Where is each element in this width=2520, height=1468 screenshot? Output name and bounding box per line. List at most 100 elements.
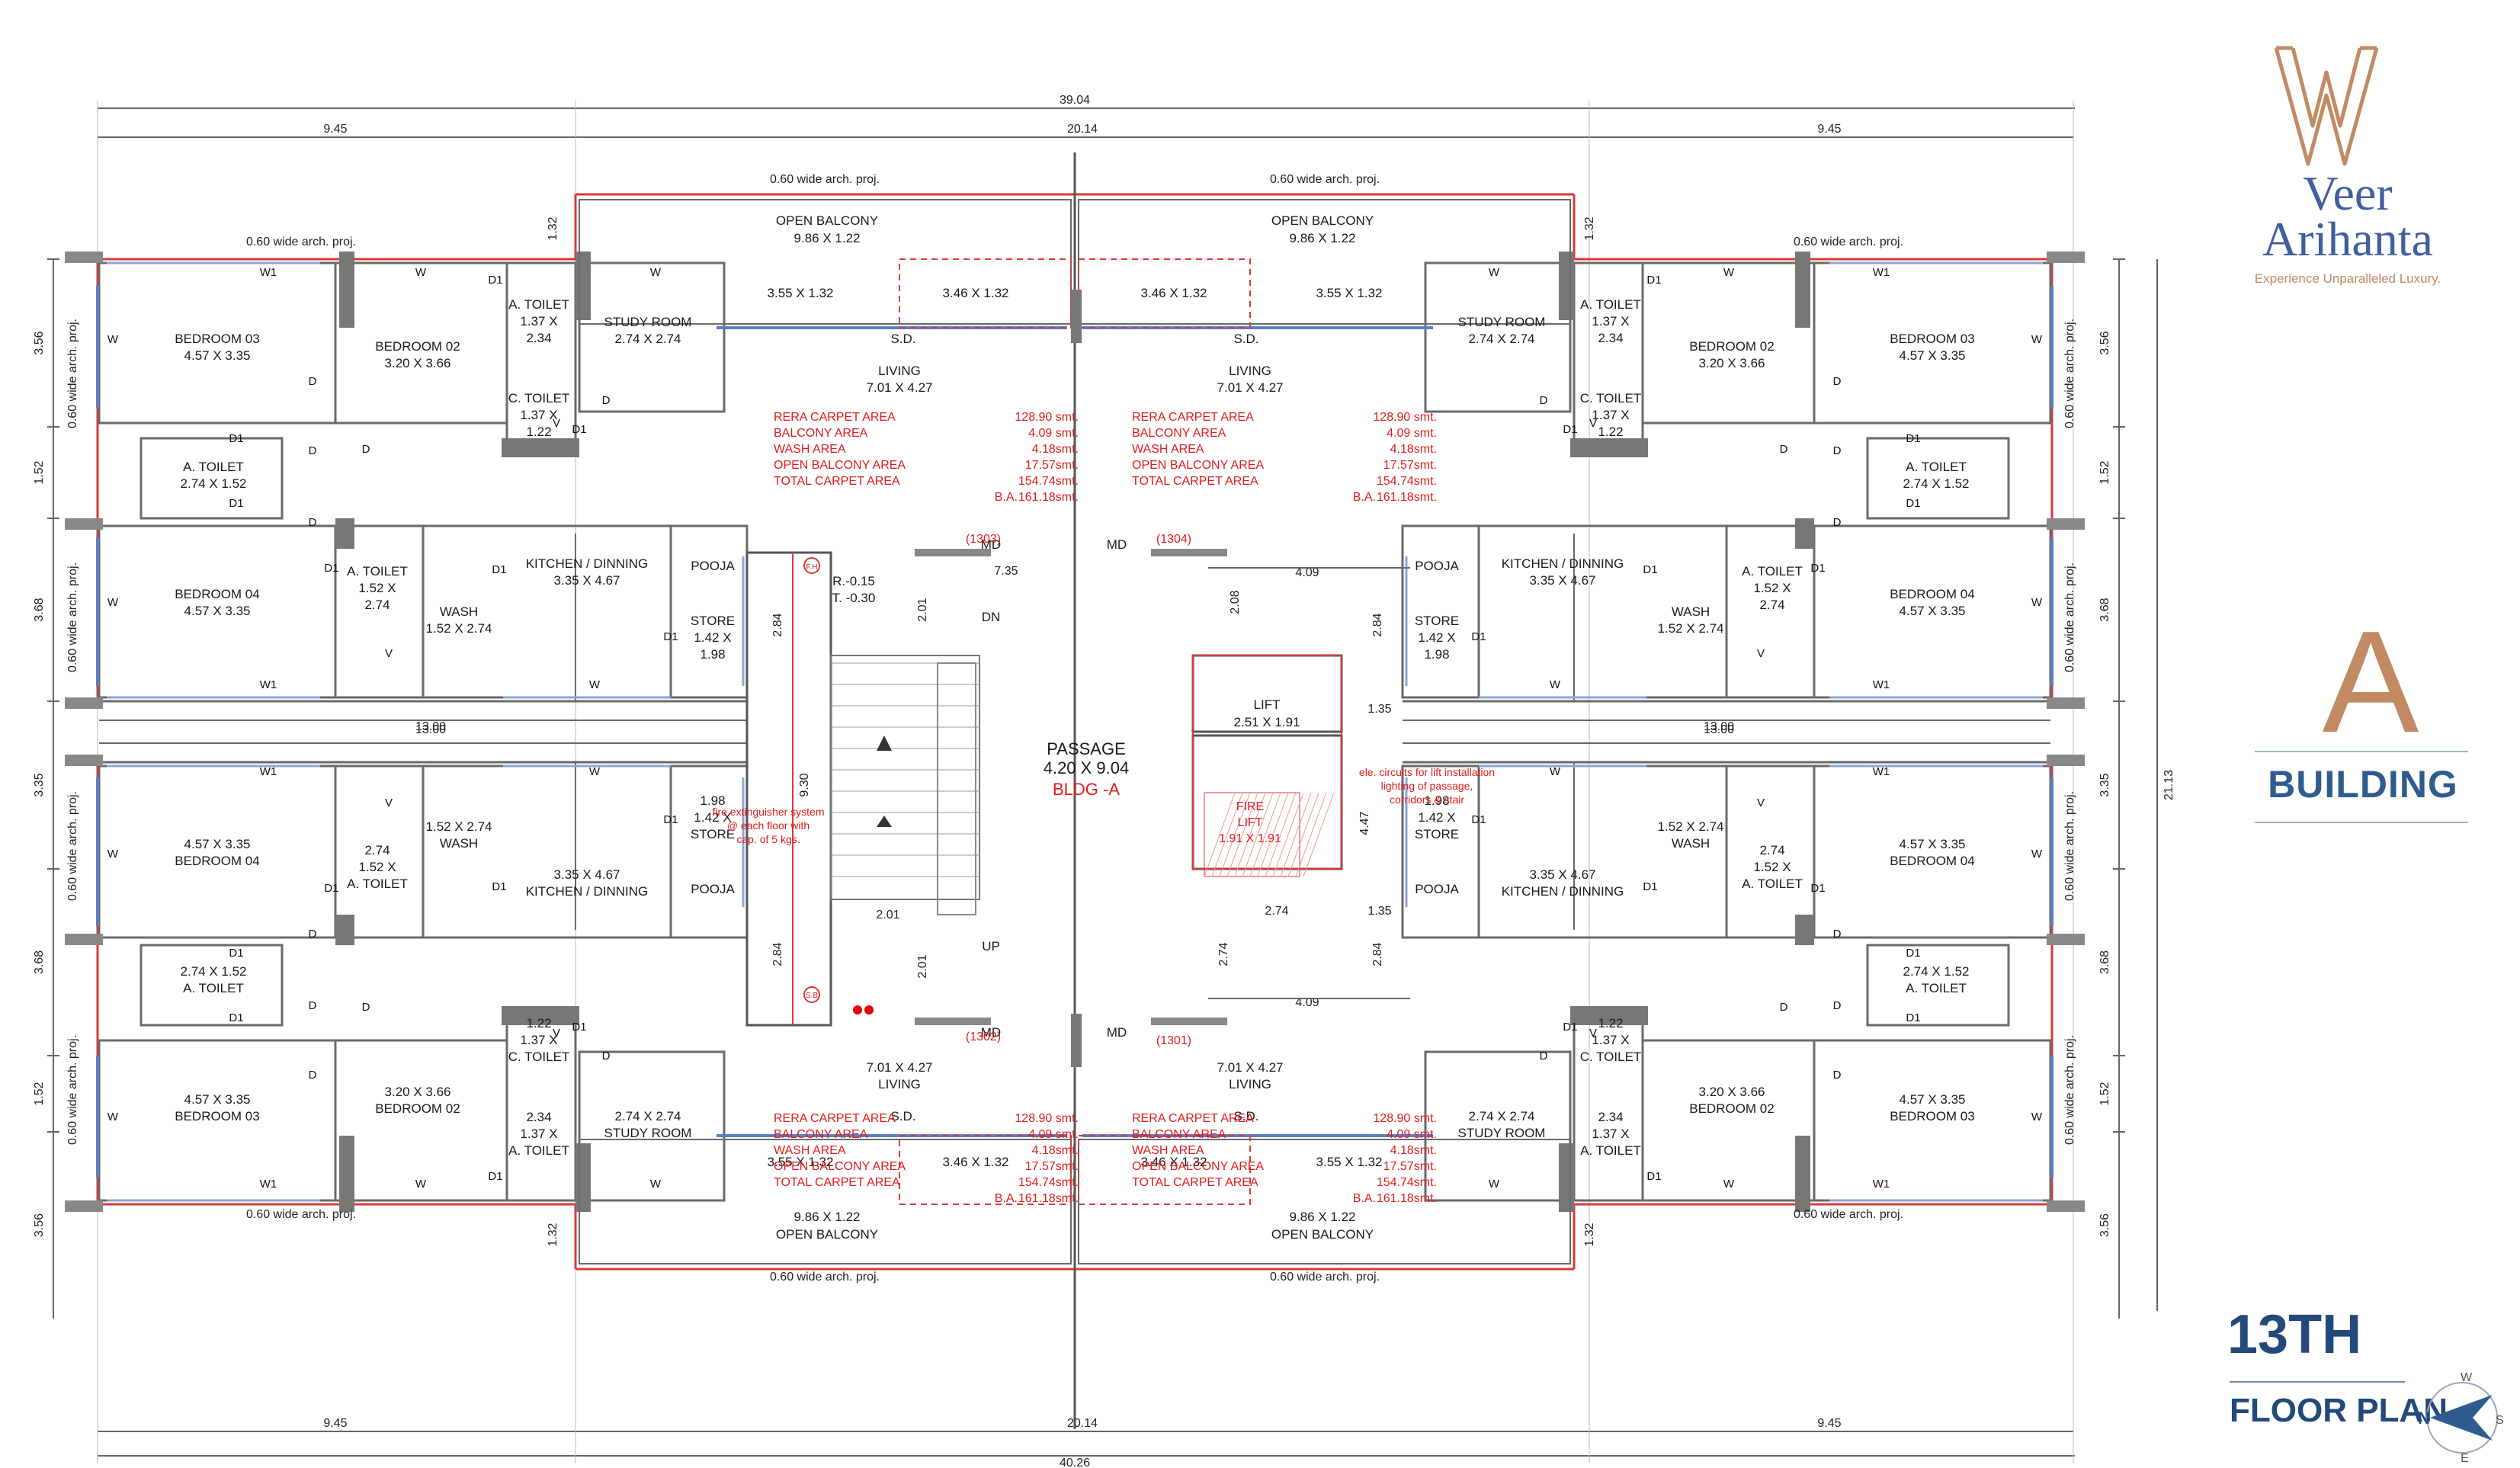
door-sd: S.D. — [1233, 332, 1258, 346]
dim-depth: 3.68 — [33, 950, 46, 974]
room-size: 1.42 X — [1418, 630, 1455, 645]
wall-pillar — [335, 915, 354, 945]
plan-tag: D — [309, 999, 317, 1012]
arch-projection-label: 0.60 wide arch. proj. — [2063, 1035, 2076, 1145]
room-size: 4.57 X 3.35 — [1900, 348, 1966, 363]
flat-number-1301: (1301) — [1156, 1034, 1191, 1047]
fire-hydrant-label: F.H — [806, 563, 818, 572]
wall-pillar — [1570, 438, 1648, 457]
wall-pillar — [1559, 1143, 1574, 1212]
dim-depth: 3.68 — [2098, 950, 2111, 974]
room-study: STUDY ROOM — [1458, 1126, 1546, 1140]
room-wash: WASH — [440, 836, 478, 851]
room-bedroom-02: BEDROOM 02 — [375, 339, 460, 354]
room-wash: WASH — [1672, 836, 1710, 851]
area-label: OPEN BALCONY AREA — [774, 459, 906, 472]
plan-tag: W — [2031, 333, 2043, 346]
dim-lift: 1.35 — [1367, 703, 1391, 716]
room-a-toilet: A. TOILET — [1906, 460, 1967, 474]
plan-tag: W1 — [260, 1178, 277, 1191]
plan-tag: V — [1757, 647, 1765, 660]
room-a-toilet: A. TOILET — [347, 564, 408, 579]
room-size: 2.74 X 2.74 — [615, 1109, 681, 1123]
building-label: BUILDING — [2268, 763, 2458, 806]
room-wash: WASH — [1672, 604, 1710, 619]
room-living: LIVING — [878, 1077, 921, 1091]
room-size: 1.22 — [1598, 1016, 1623, 1030]
plan-tag: D1 — [488, 1170, 502, 1183]
fire-note: cap. of 5 kgs. — [736, 833, 800, 845]
brand-name-line1: Veer — [2303, 166, 2393, 220]
building-code: BLDG -A — [1053, 780, 1120, 799]
door-sd: S.D. — [1233, 1109, 1258, 1123]
room-size: 2.74 X 2.74 — [1469, 332, 1535, 346]
room-size: 1.37 X — [1592, 1033, 1629, 1047]
store-wall — [669, 764, 749, 939]
dim-depth: 3.56 — [2098, 331, 2111, 354]
room-bedroom-04: BEDROOM 04 — [1890, 587, 1974, 601]
arch-projection-label: 0.60 wide arch. proj. — [2063, 563, 2076, 672]
plan-tag: D1 — [229, 497, 243, 510]
plan-tag: D — [1833, 1069, 1842, 1082]
room-study: STUDY ROOM — [604, 1126, 692, 1140]
stair-arrow-icon — [877, 736, 892, 751]
kitchen-wall — [422, 764, 672, 939]
room-size: 4.57 X 3.35 — [184, 348, 251, 363]
plan-tag: W — [2031, 596, 2043, 609]
arch-projection-label: 0.60 wide arch. proj. — [1794, 1208, 1903, 1221]
room-size: 1.52 X — [358, 860, 396, 874]
room-size: 1.37 X — [520, 1033, 557, 1047]
room-size: 2.74 X 1.52 — [181, 476, 247, 491]
stair-dn: DN — [982, 610, 1001, 624]
plan-tag: D — [1833, 516, 1842, 529]
room-size: 3.20 X 3.66 — [1699, 356, 1765, 370]
room-size: 2.74 — [1759, 843, 1784, 857]
dim-corridor: 4.09 — [1295, 996, 1319, 1009]
room-a-toilet: A. TOILET — [1742, 564, 1803, 579]
door-md — [915, 1018, 991, 1025]
plan-tag: W — [2031, 1111, 2043, 1123]
toilet-wall — [1866, 437, 2010, 520]
passage-size: 4.20 X 9.04 — [1044, 758, 1130, 777]
wall-pillar — [339, 1136, 354, 1212]
lift-note: lighting of passage, — [1381, 780, 1473, 792]
area-value: 128.90 smt. — [1015, 411, 1079, 424]
wall-pillar — [335, 518, 354, 549]
area-label: RERA CARPET AREA — [774, 1112, 896, 1125]
arch-projection-label: 0.60 wide arch. proj. — [246, 236, 356, 248]
area-label: B.A. — [1353, 491, 1376, 504]
study-wall — [1424, 1050, 1572, 1202]
area-label: WASH AREA — [1132, 443, 1204, 456]
plan-tag: D — [309, 444, 317, 457]
wall-pillar — [1570, 1006, 1648, 1025]
plan-tag: D — [602, 394, 611, 407]
room-open-balcony: OPEN BALCONY — [776, 213, 878, 228]
flat-number-1303: (1303) — [966, 533, 1001, 546]
wall-pillar — [65, 518, 103, 530]
flat-number-1302: (1302) — [966, 1030, 1001, 1043]
room-store: STORE — [1415, 827, 1459, 841]
area-label: B.A. — [1353, 1192, 1376, 1205]
lift-shaft — [1191, 734, 1343, 870]
balcony-dashed — [899, 1135, 1072, 1205]
plan-tag: D1 — [663, 630, 678, 643]
room-bedroom-02: BEDROOM 02 — [375, 1101, 460, 1116]
divider — [2230, 1381, 2405, 1383]
area-value: 161.18smt. — [1018, 491, 1079, 504]
room-size: 7.01 X 4.27 — [867, 380, 933, 395]
room-size: 9.86 X 1.22 — [794, 231, 861, 245]
plan-tag: V — [553, 1027, 560, 1040]
plan-tag: D1 — [492, 880, 506, 893]
plan-tag: D — [1833, 444, 1842, 457]
passage-label: PASSAGE — [1047, 739, 1126, 758]
room-size: 2.74 — [364, 843, 390, 857]
plan-tag: W — [1723, 1178, 1735, 1191]
flat-number-1304: (1304) — [1156, 533, 1191, 546]
dim-depth: 1.52 — [2098, 460, 2111, 484]
room-size: 4.57 X 3.35 — [184, 1092, 251, 1107]
room-size: 3.35 X 4.67 — [554, 573, 620, 588]
area-label: BALCONY AREA — [774, 1128, 868, 1141]
area-label: RERA CARPET AREA — [774, 411, 896, 424]
room-size: 2.74 — [1759, 598, 1784, 612]
store-wall — [1401, 764, 1480, 939]
